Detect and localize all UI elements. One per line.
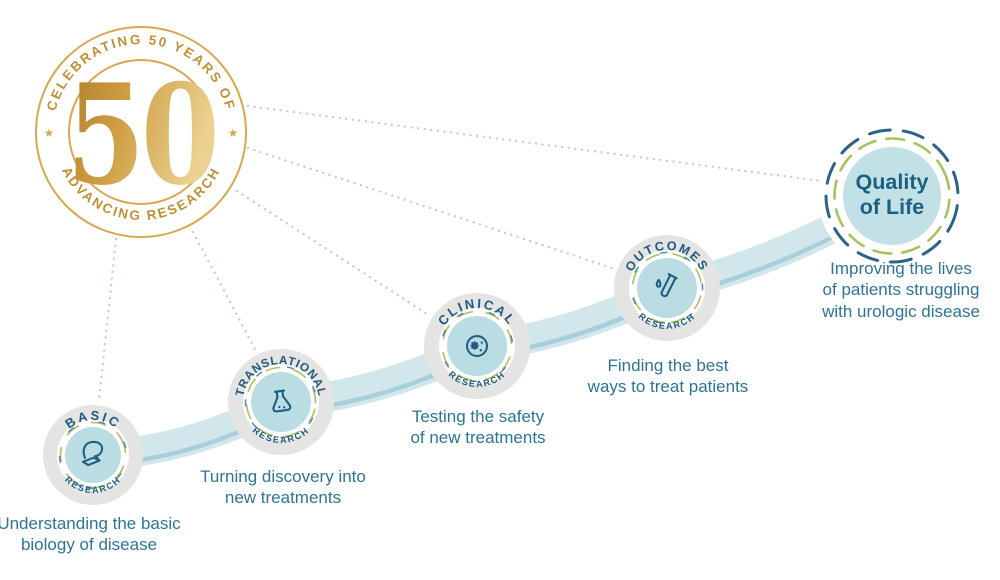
star-icon-left: ★ — [44, 126, 55, 140]
quality-of-life-title: Quality of Life — [855, 170, 929, 220]
quality-of-life-description: Improving the lives of patients struggli… — [822, 259, 980, 321]
sketch-ring-green — [441, 310, 513, 382]
connector-dotted-line — [246, 104, 824, 183]
stage-description-translational: Turning discovery into new treatments — [200, 467, 366, 508]
sketch-ring-blue — [58, 420, 128, 490]
stage-description-outcomes: Finding the best ways to treat patients — [587, 356, 749, 397]
quality-of-life-circle — [818, 122, 966, 270]
petri-dish-icon — [465, 334, 489, 358]
connector-dotted-line — [97, 237, 118, 403]
connector-dotted-line — [246, 146, 614, 270]
badge-ring-inner — [68, 59, 214, 205]
sketch-ring-green — [245, 366, 317, 438]
stage-description-clinical: Testing the safety of new treatments — [410, 407, 546, 448]
stage-inner-circle — [637, 258, 697, 318]
test-tube-icon — [655, 273, 678, 298]
sketch-ring-blue — [244, 365, 318, 439]
qol-inner-circle — [843, 147, 941, 245]
star-icon-right: ★ — [228, 126, 239, 140]
microscope-icon — [81, 440, 104, 467]
badge-ring-outer — [35, 26, 247, 238]
connector-dotted-line — [235, 189, 429, 316]
qol-dashed-ring-green — [833, 137, 951, 255]
flask-icon — [272, 389, 292, 413]
qol-dashed-ring-blue — [824, 128, 960, 264]
connector-dotted-line — [191, 230, 259, 355]
sketch-ring-blue — [440, 309, 514, 383]
stage-inner-circle — [65, 427, 121, 483]
stage-label: BASIC — [62, 408, 124, 432]
sketch-ring-green — [59, 421, 127, 489]
stage-description-basic: Understanding the basic biology of disea… — [0, 514, 181, 555]
badge-number: 50 — [66, 54, 215, 216]
sketch-ring-blue — [630, 251, 704, 325]
sketch-ring-green — [631, 252, 703, 324]
stage-inner-circle — [251, 372, 311, 432]
